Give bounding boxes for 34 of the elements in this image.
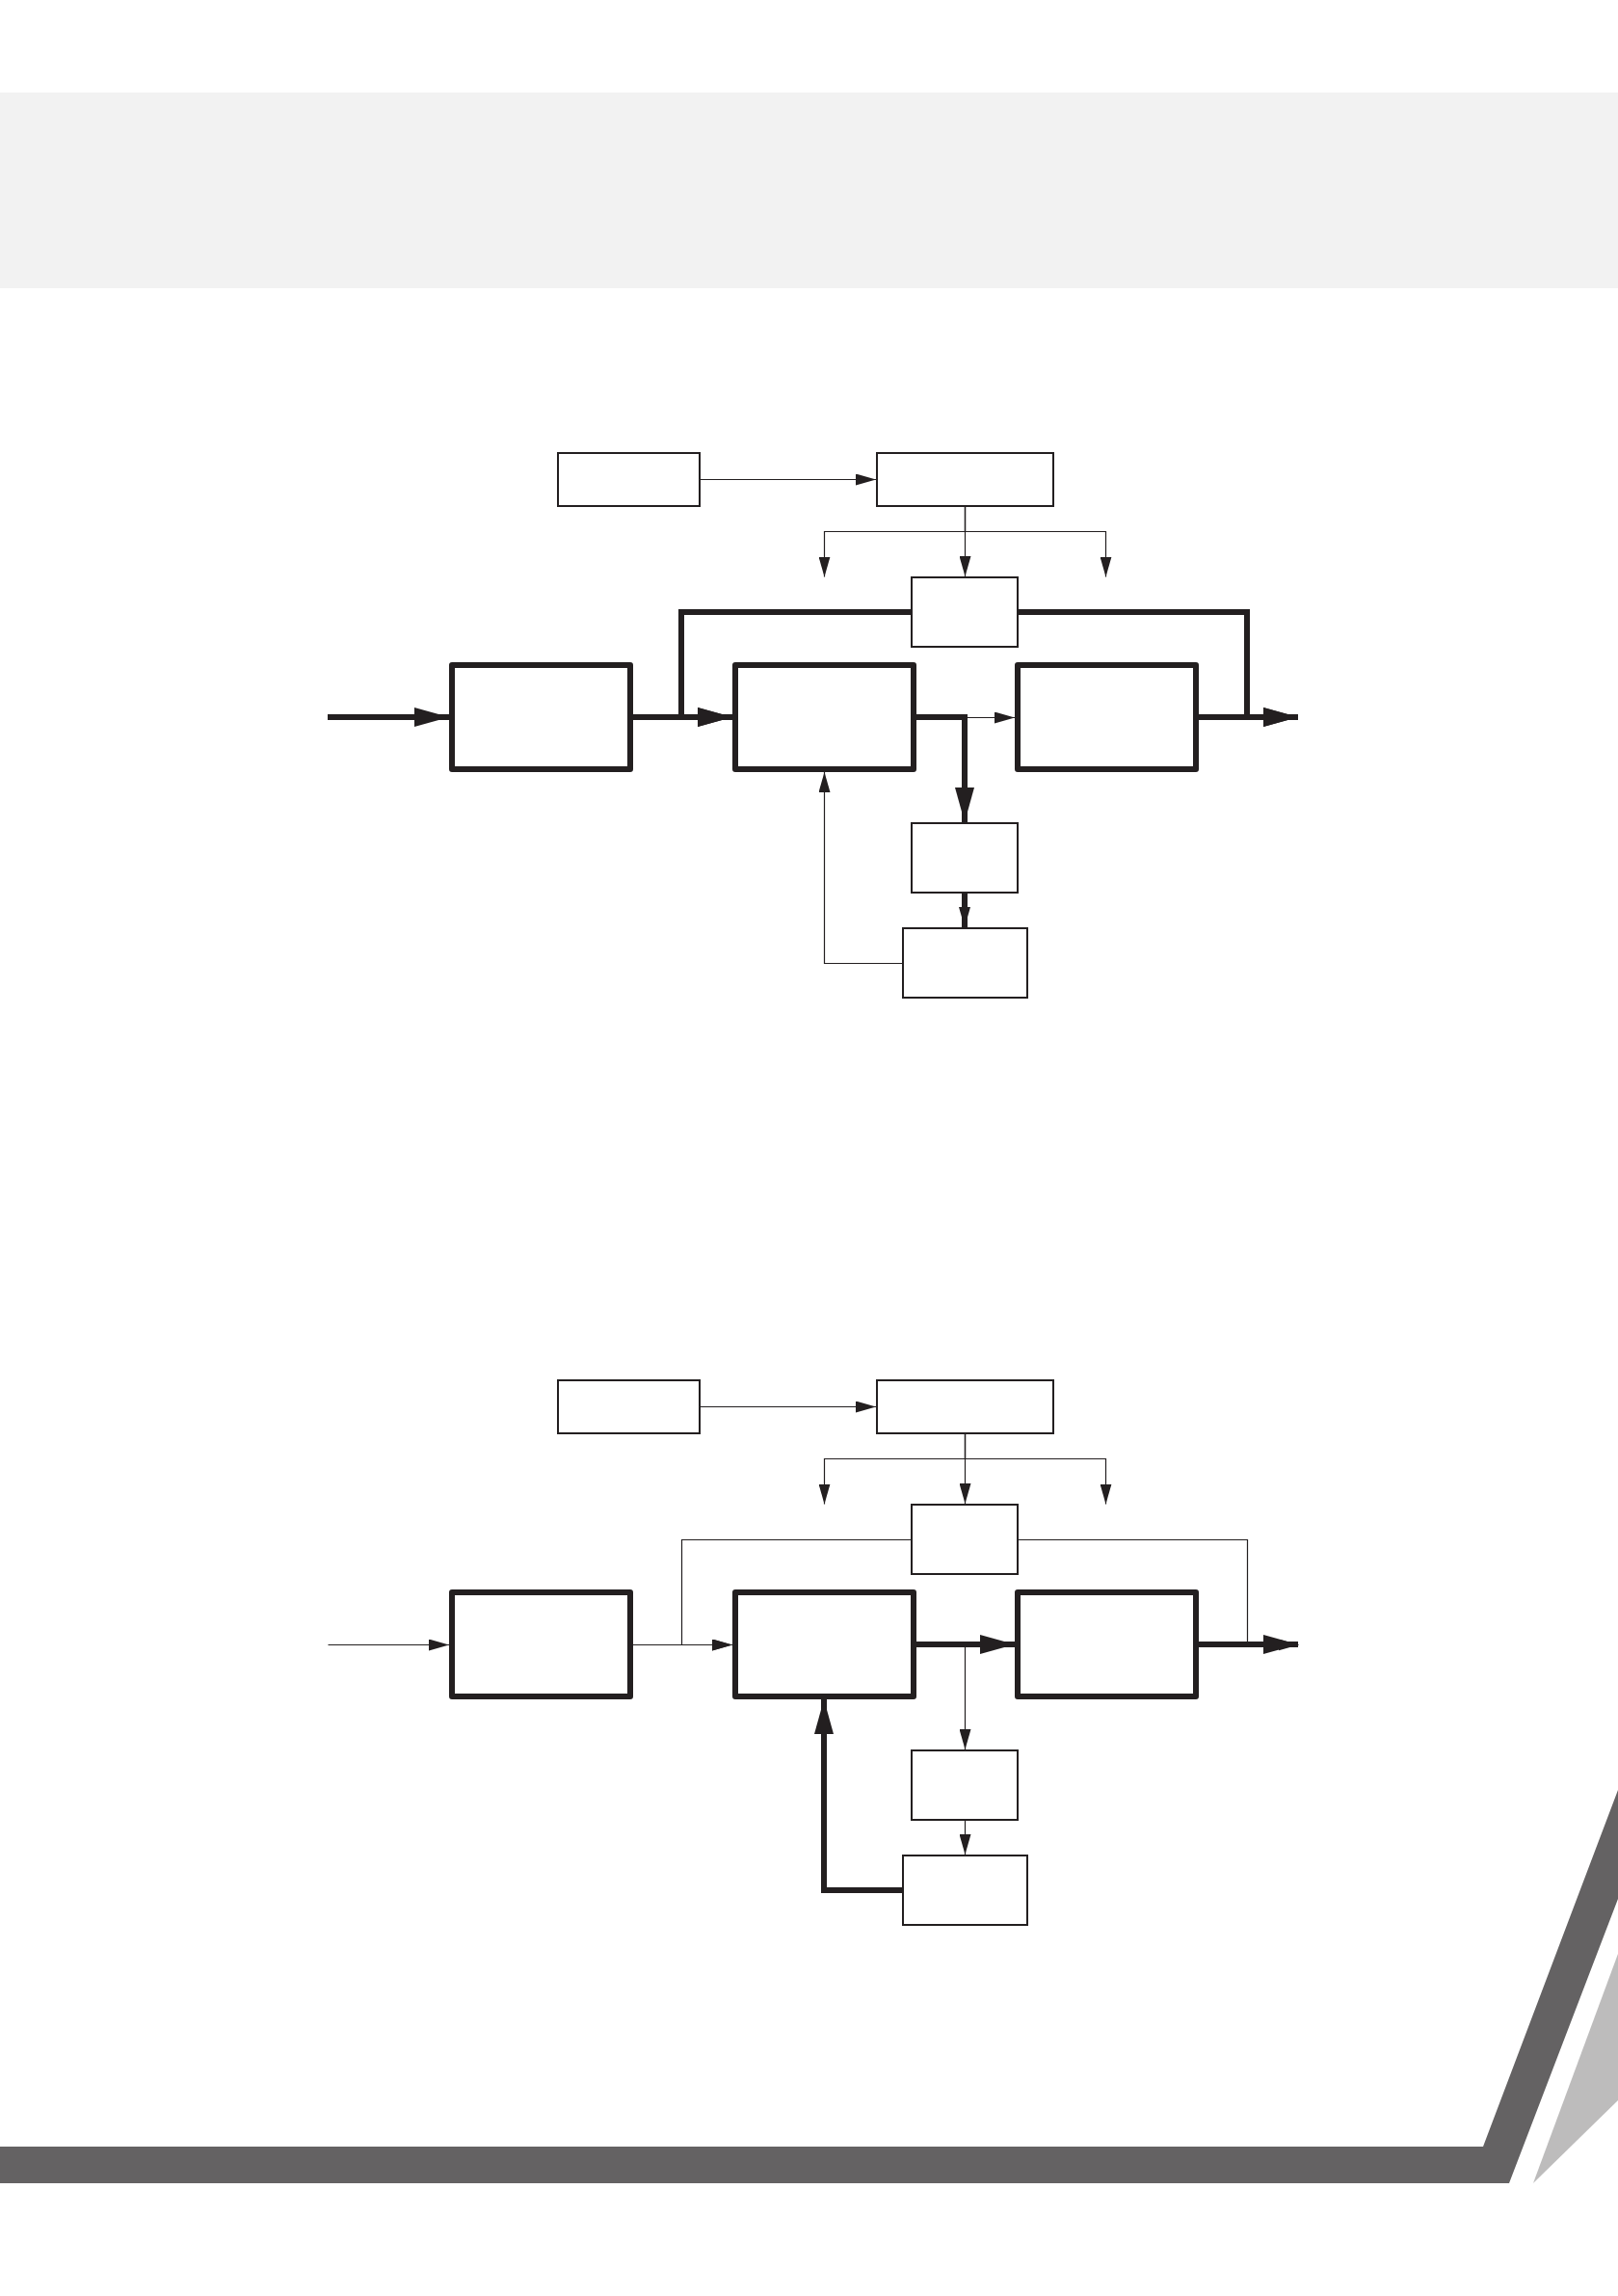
arrow [700,473,877,486]
block-box [449,1589,633,1699]
block-box [732,662,916,772]
block-box [876,452,1054,507]
arrow [327,1639,450,1651]
block-box [557,1379,701,1434]
arrow [916,1635,1015,1654]
arrow [964,506,1112,578]
block-box [732,1589,916,1699]
block-box [876,1379,1054,1434]
arrow [328,707,449,727]
arrow [916,714,974,822]
arrow [1199,707,1298,727]
block-box [1015,1589,1199,1699]
arrow [1199,1635,1298,1654]
block-box [911,822,1019,894]
block-box [902,927,1028,999]
block-box [1015,662,1199,772]
block-box [911,1749,1019,1821]
arrow [1018,1538,1300,1651]
arrow [818,771,903,965]
arrow [959,894,970,927]
arrow [700,1401,877,1413]
arrow [964,1433,1112,1506]
block-box [902,1855,1028,1926]
block-box [449,662,633,772]
arrow [680,1538,912,1651]
arrow [814,1699,902,1893]
arrow [678,609,911,727]
arrow [915,1643,971,1750]
arrow [959,1820,971,1855]
block-box [911,576,1019,648]
block-box [911,1504,1019,1575]
block-box [557,452,701,507]
